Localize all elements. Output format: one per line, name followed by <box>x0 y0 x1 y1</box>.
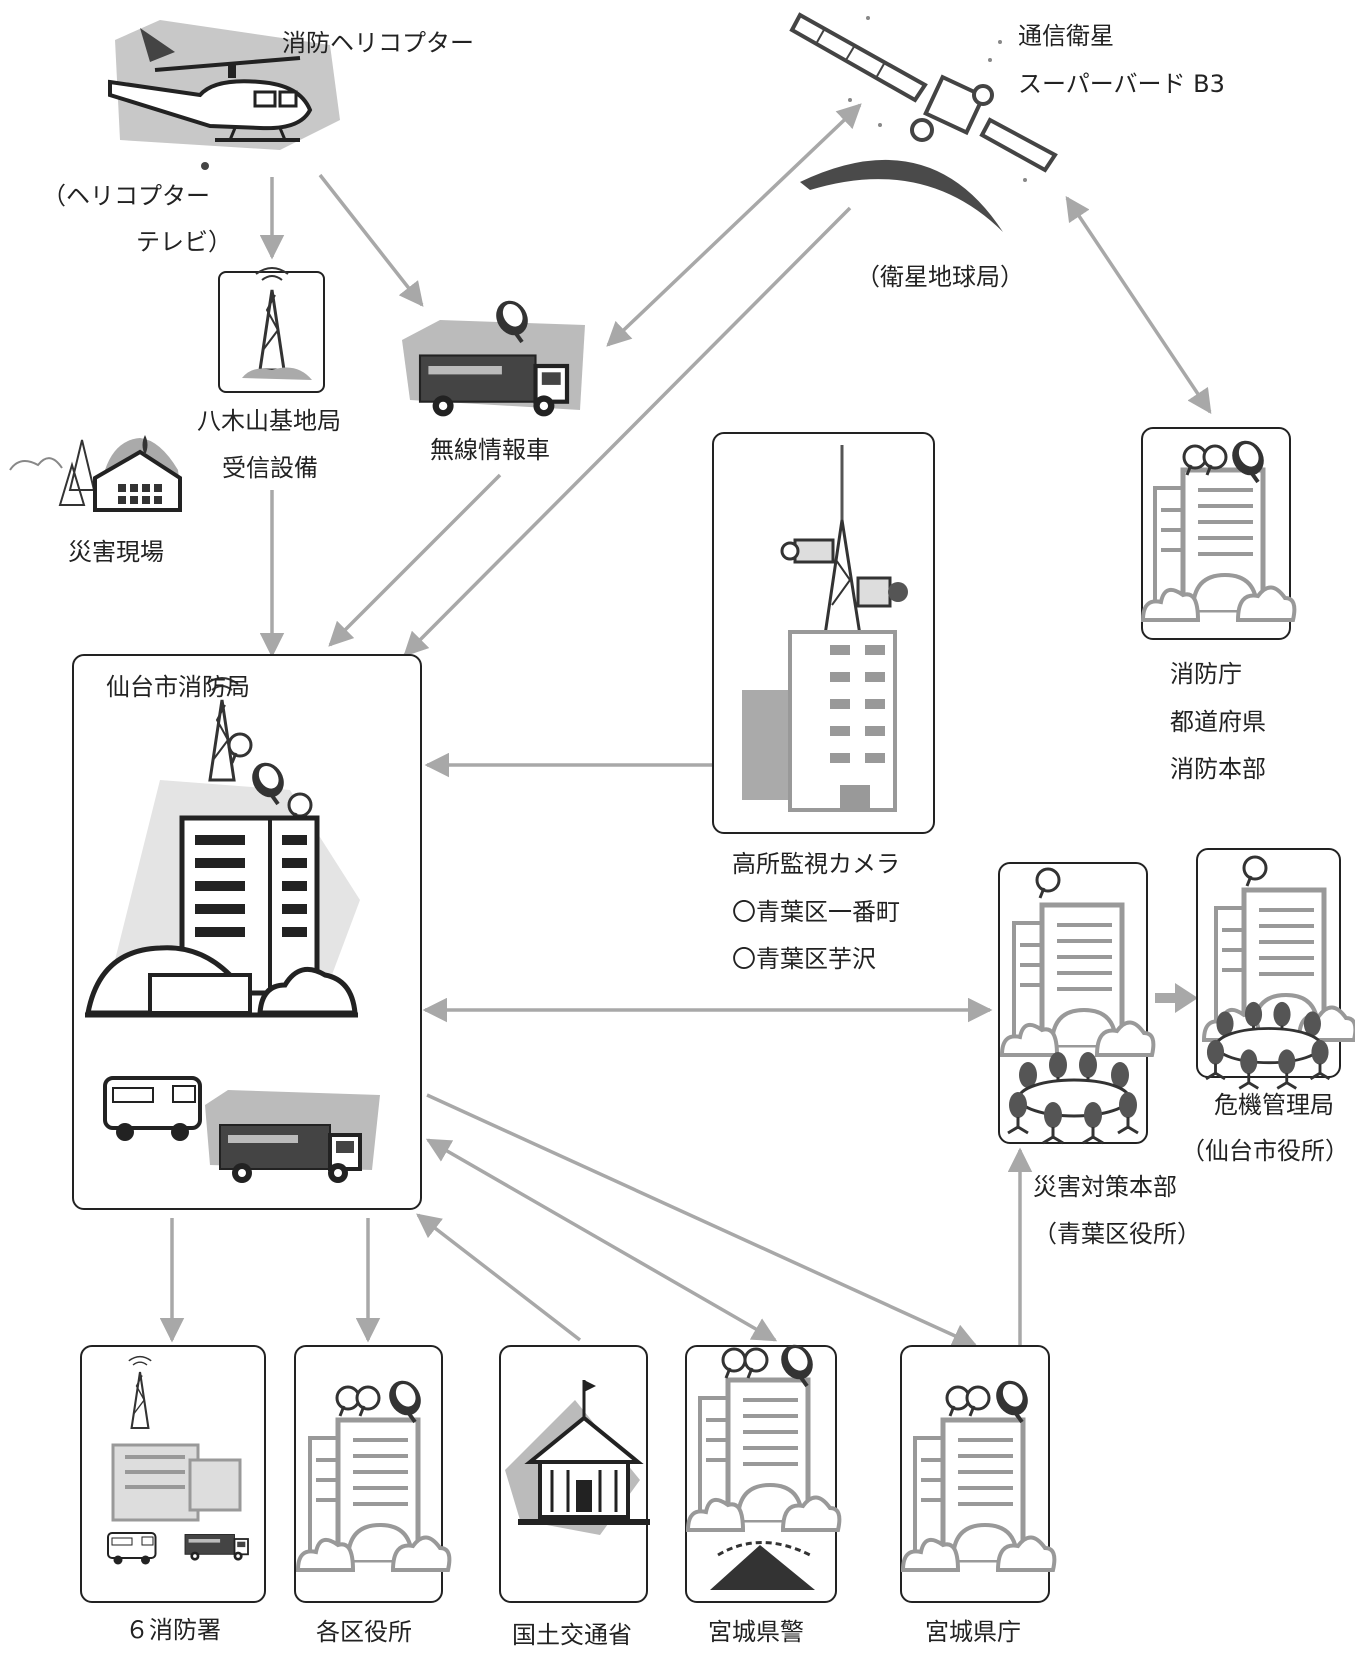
disaster-site-label: 災害現場 <box>68 538 164 566</box>
crisis-label-1: 危機管理局 <box>1214 1091 1334 1119</box>
earth-station-label: （衛星地球局） <box>856 263 1024 291</box>
radio-truck-icon <box>402 292 585 416</box>
arrow-heli-truck <box>318 173 424 307</box>
yagiyama-label-1: 八木山基地局 <box>197 407 341 435</box>
hq-label-2: （青葉区役所） <box>1033 1220 1201 1248</box>
office-building-icon <box>1143 470 1294 620</box>
office-building-icon <box>298 1420 449 1570</box>
radio-truck-label: 無線情報車 <box>430 436 550 464</box>
wards-label: 各区役所 <box>316 1618 412 1646</box>
fire-hq-building-icon <box>84 676 380 1185</box>
mountain-icon <box>710 1545 815 1590</box>
arrow-satellite-fdma <box>1065 195 1212 415</box>
arrow-bureau-prefgov <box>426 1093 978 1347</box>
camera-label-1: 高所監視カメラ <box>732 850 900 878</box>
fdma-label-3: 消防本部 <box>1170 755 1266 783</box>
stations-label: ６消防署 <box>125 1616 221 1644</box>
police-label: 宮城県警 <box>708 1618 804 1646</box>
yagiyama-label-2: 受信設備 <box>222 454 318 482</box>
arrow-earthstation-bureau <box>403 206 852 657</box>
fire-bureau-label: 仙台市消防局 <box>106 673 250 701</box>
helicopter-sub1-label: （ヘリコプター <box>42 182 210 210</box>
arrow-hq-crisis <box>1155 983 1198 1013</box>
arrow-truck-bureau <box>328 473 502 647</box>
helicopter-icon <box>108 20 340 170</box>
satellite-label-2: スーパーバード B3 <box>1018 70 1225 98</box>
crisis-label-2: （仙台市役所） <box>1181 1137 1349 1165</box>
helicopter-sub2-label: テレビ） <box>136 228 232 256</box>
camera-tower-icon <box>742 445 908 812</box>
ministry-building-icon <box>505 1380 650 1535</box>
office-building-icon <box>1002 905 1153 1055</box>
office-building-icon <box>688 1380 839 1530</box>
office-building-icon <box>903 1420 1054 1570</box>
mlit-label: 国土交通省 <box>512 1621 632 1649</box>
prefgov-label: 宮城県庁 <box>925 1618 1021 1646</box>
earth-station-arc <box>800 159 1003 232</box>
satellite-icon <box>789 12 1058 182</box>
burning-house-icon <box>9 435 182 512</box>
fdma-label-1: 消防庁 <box>1170 660 1242 688</box>
hq-label-1: 災害対策本部 <box>1033 1173 1177 1201</box>
antenna-tower-icon <box>242 266 312 380</box>
camera-label-3: 〇青葉区芋沢 <box>732 945 876 973</box>
satellite-label-1: 通信衛星 <box>1018 22 1114 50</box>
fire-station-icon <box>107 1355 249 1566</box>
helicopter-label: 消防ヘリコプター <box>282 29 474 57</box>
arrow-bureau-police <box>425 1138 778 1342</box>
meeting-table-icon <box>1008 1052 1138 1143</box>
fdma-label-2: 都道府県 <box>1170 708 1266 736</box>
arrow-truck-satellite <box>606 103 862 347</box>
camera-label-2: 〇青葉区一番町 <box>732 898 900 926</box>
